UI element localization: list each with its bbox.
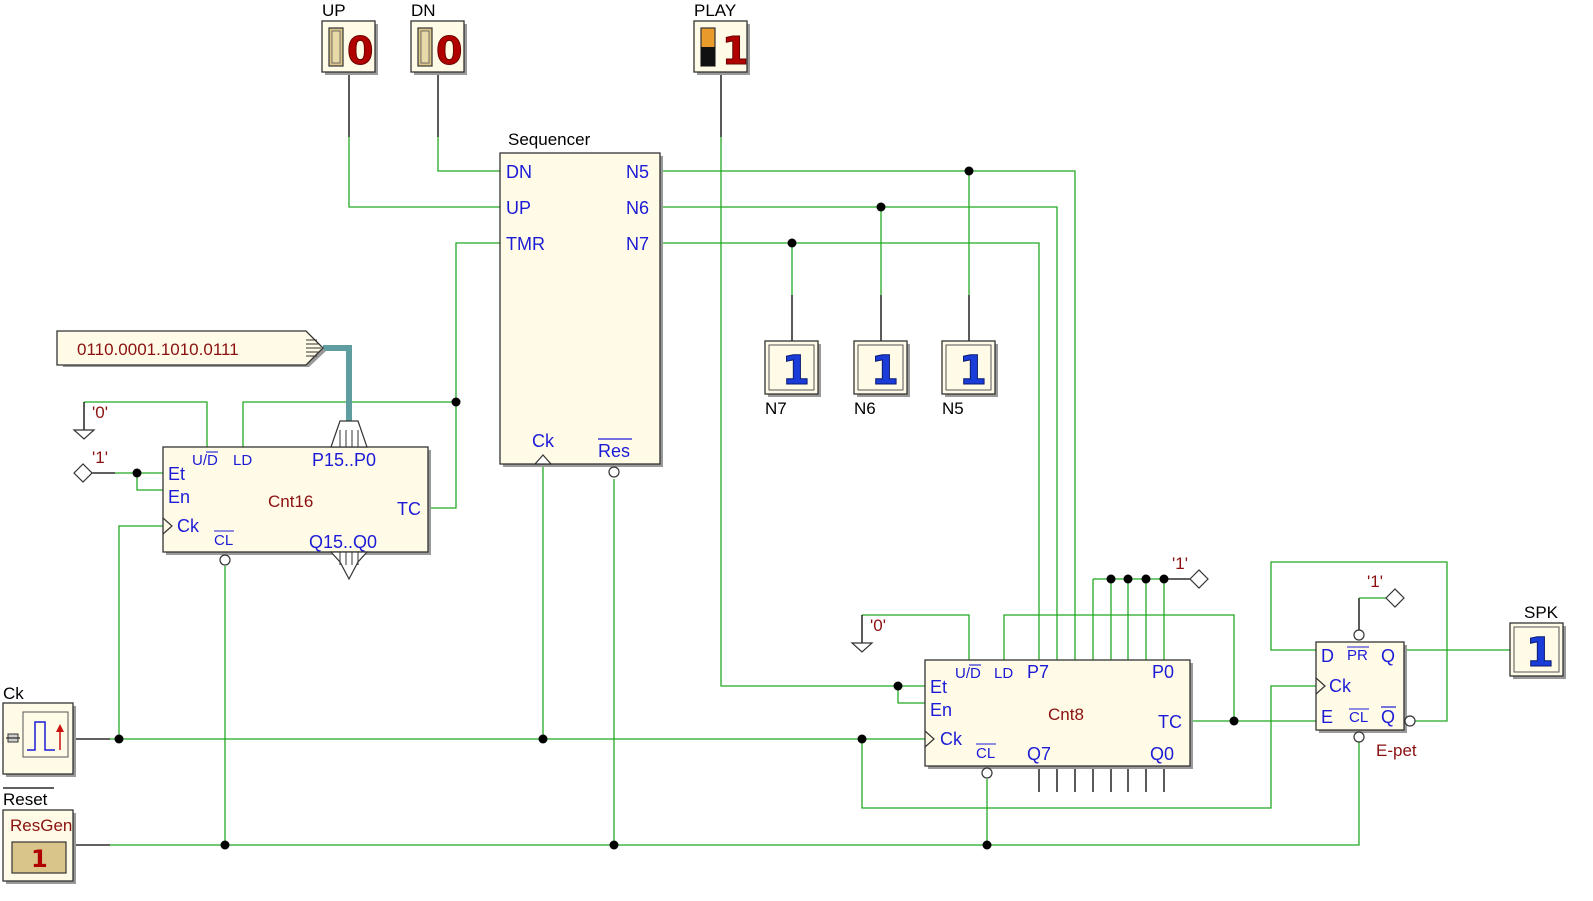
seq-pin-ck: Ck xyxy=(532,431,555,451)
cnt16-pin-ck: Ck xyxy=(177,516,200,536)
constant-bus-value: 0110.0001.1010.0111 xyxy=(77,340,239,359)
junctions xyxy=(114,166,1239,850)
cnt16-pin-ld: LD xyxy=(233,452,252,469)
ff-const1-label: '1' xyxy=(1367,572,1383,591)
display-n5-value: 1 xyxy=(959,348,987,394)
reset-generator[interactable]: Reset ResGen 1 xyxy=(2,787,76,884)
speaker-value: 1 xyxy=(1526,630,1554,676)
cnt16-pin-tc: TC xyxy=(397,499,421,519)
switch-play-value: 1 xyxy=(722,29,748,73)
switch-dn-value: 0 xyxy=(436,29,462,73)
display-n7-label: N7 xyxy=(765,399,787,418)
switch-play[interactable]: PLAY 1 xyxy=(693,1,750,75)
reset-label: Reset xyxy=(3,790,48,809)
switch-dn-label: DN xyxy=(411,1,436,20)
reset-value: 1 xyxy=(31,845,48,873)
switch-dn[interactable]: DN 0 xyxy=(410,1,467,75)
cnt8-pin-tc: TC xyxy=(1158,712,1182,732)
cnt16-const1: '1' xyxy=(73,448,108,483)
ff-pin-qn: Q xyxy=(1381,707,1395,727)
cnt16-const0-label: '0' xyxy=(92,403,108,422)
switch-up[interactable]: UP 0 xyxy=(321,1,378,75)
display-n5-label: N5 xyxy=(942,399,964,418)
cnt8-pin-et: Et xyxy=(930,677,947,697)
vcc-icon xyxy=(1385,588,1405,608)
seq-pin-res: Res xyxy=(598,441,630,461)
ground-icon xyxy=(850,642,874,653)
cnt8-pin-cl: CL xyxy=(976,745,995,762)
switch-up-value: 0 xyxy=(347,29,373,73)
flipflop-title: E-pet xyxy=(1376,741,1417,760)
sequencer-title: Sequencer xyxy=(508,130,591,149)
clock-generator[interactable]: Ck xyxy=(2,684,76,777)
cnt16-const1-label: '1' xyxy=(92,448,108,467)
display-n7-value: 1 xyxy=(782,348,810,394)
square-wave-icon xyxy=(27,721,55,751)
cnt8-title: Cnt8 xyxy=(1048,705,1084,724)
seq-pin-up: UP xyxy=(506,198,531,218)
cnt16-title: Cnt16 xyxy=(268,492,313,511)
cnt8-pin-ld: LD xyxy=(994,665,1013,682)
cnt8-pin-q0: Q0 xyxy=(1150,744,1174,764)
sequencer-block[interactable]: Sequencer DN UP TMR N5 N6 N7 Ck Res xyxy=(499,130,663,478)
cnt8-pin-p0: P0 xyxy=(1152,662,1174,682)
resgen-label: ResGen xyxy=(10,816,72,835)
vcc-icon xyxy=(1189,569,1209,589)
speaker-display: SPK 1 xyxy=(1509,603,1566,679)
ff-pin-e: E xyxy=(1321,707,1333,727)
wires xyxy=(74,74,1510,846)
cnt8-pin-en: En xyxy=(930,700,952,720)
cnt8-const1: '1' xyxy=(1172,554,1209,589)
cnt16-const0: '0' xyxy=(72,403,108,440)
speaker-label: SPK xyxy=(1524,603,1559,622)
cnt8-const0-label: '0' xyxy=(870,616,886,635)
ff-pin-pr: PR xyxy=(1347,647,1368,664)
cnt16-pin-en: En xyxy=(168,487,190,507)
ff-pin-q: Q xyxy=(1381,646,1395,666)
clock-label: Ck xyxy=(3,684,24,703)
ff-pin-cl: CL xyxy=(1349,709,1368,726)
display-n6: 1 N6 xyxy=(853,340,910,418)
vcc-icon xyxy=(73,463,93,483)
cnt16-pin-p: P15..P0 xyxy=(312,450,376,470)
cnt16-pin-cl: CL xyxy=(214,532,233,549)
display-n6-value: 1 xyxy=(871,348,899,394)
switch-play-label: PLAY xyxy=(694,1,736,20)
cnt16-block[interactable]: U/D LD P15..P0 Et En Ck CL Q15..Q0 TC Cn… xyxy=(162,420,431,581)
cnt8-pin-p7: P7 xyxy=(1027,662,1049,682)
seq-pin-dn: DN xyxy=(506,162,532,182)
seq-pin-n6: N6 xyxy=(626,198,649,218)
flipflop-block[interactable]: D PR Q Ck E CL Q E-pet xyxy=(1315,629,1417,760)
display-n5: 1 N5 xyxy=(941,340,998,418)
switch-up-label: UP xyxy=(322,1,346,20)
display-n6-label: N6 xyxy=(854,399,876,418)
seq-pin-tmr: TMR xyxy=(506,234,545,254)
cnt8-block[interactable]: U/D LD P7 P0 Et En Ck CL Q7 Q0 TC Cnt8 xyxy=(924,659,1193,779)
ground-icon xyxy=(72,429,96,440)
cnt8-pin-ud: U/D xyxy=(955,665,981,682)
cnt16-pin-ud: U/D xyxy=(192,452,218,469)
cnt16-pin-et: Et xyxy=(168,464,185,484)
display-n7: 1 N7 xyxy=(764,340,821,418)
ff-const1: '1' xyxy=(1367,572,1405,608)
cnt8-pin-q7: Q7 xyxy=(1027,744,1051,764)
ff-pin-ck: Ck xyxy=(1329,676,1352,696)
cnt16-pin-q: Q15..Q0 xyxy=(309,532,377,552)
seq-pin-n5: N5 xyxy=(626,162,649,182)
cnt8-const1-label: '1' xyxy=(1172,554,1188,573)
ff-pin-d: D xyxy=(1321,646,1334,666)
cnt8-const0: '0' xyxy=(850,616,886,653)
cnt8-pin-ck: Ck xyxy=(940,729,963,749)
seq-pin-n7: N7 xyxy=(626,234,649,254)
constant-bus-source[interactable]: 0110.0001.1010.0111 xyxy=(56,330,326,367)
